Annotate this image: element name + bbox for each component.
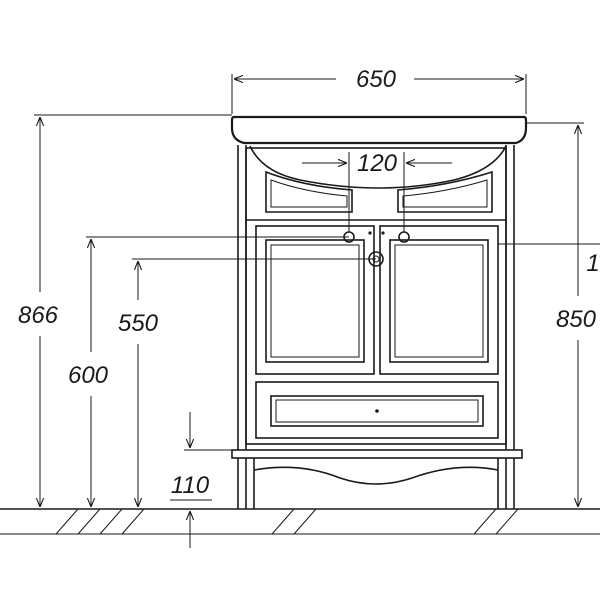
cabinet-body bbox=[245, 147, 507, 445]
cabinet-height-label: 850 bbox=[556, 306, 597, 333]
dimension-total-height: 866 bbox=[18, 114, 232, 507]
side-posts bbox=[237, 145, 515, 450]
dimension-pipe-height: 600 bbox=[68, 236, 349, 507]
door-left bbox=[255, 225, 375, 375]
top-panel-right-inner bbox=[402, 179, 488, 208]
center-knob-right bbox=[381, 231, 385, 235]
dimension-faucet-spacing: 120 bbox=[302, 150, 452, 232]
floor-hatch bbox=[55, 508, 519, 535]
countertop bbox=[230, 115, 528, 145]
pipe-height-label: 600 bbox=[68, 362, 109, 389]
total-width-label: 650 bbox=[356, 66, 397, 93]
door-right bbox=[379, 225, 499, 375]
dimension-total-width: 650 bbox=[231, 66, 527, 114]
top-panel-left-inner bbox=[270, 179, 348, 208]
floor bbox=[0, 508, 600, 535]
dimension-cabinet-height: 850 bbox=[526, 122, 597, 507]
drain-height-label: 550 bbox=[118, 310, 159, 337]
plinth bbox=[231, 449, 523, 459]
basin-height-label: 1 bbox=[586, 250, 599, 277]
dimension-leg-height: 110 bbox=[170, 412, 232, 548]
total-height-label: 866 bbox=[18, 302, 59, 329]
dimension-basin-height: 1 bbox=[498, 243, 600, 277]
top-panel-right bbox=[397, 170, 493, 213]
leg-height-label: 110 bbox=[171, 472, 210, 499]
apron-curve bbox=[253, 466, 499, 485]
faucet-spacing-label: 120 bbox=[357, 150, 398, 177]
vanity-cabinet bbox=[230, 115, 528, 509]
legs bbox=[237, 458, 515, 509]
dimension-drain-height: 550 bbox=[118, 258, 376, 507]
top-panel-left bbox=[265, 170, 353, 213]
center-knob-left bbox=[368, 231, 372, 235]
basin-bowl bbox=[249, 145, 507, 189]
drawer bbox=[255, 381, 499, 439]
drawer-knob bbox=[375, 409, 379, 413]
